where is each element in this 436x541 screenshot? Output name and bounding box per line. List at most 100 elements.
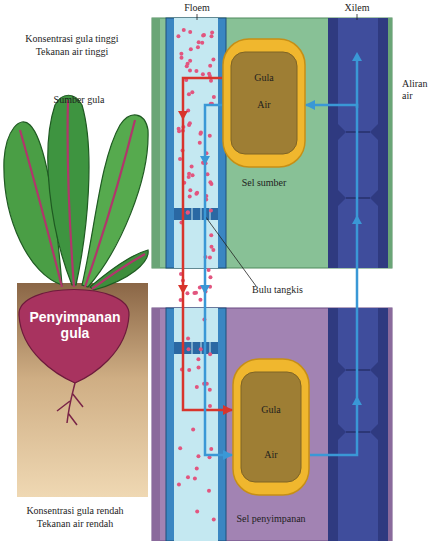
sugar-dot bbox=[208, 255, 212, 259]
organ-label: Penyimpanan gula bbox=[25, 309, 125, 341]
xylem-constriction bbox=[370, 124, 378, 140]
sugar-dot bbox=[188, 121, 192, 125]
flow-arrowhead bbox=[200, 156, 210, 165]
phloem-tube bbox=[166, 18, 226, 268]
part-label: Floem bbox=[167, 2, 227, 14]
sugar-dot bbox=[181, 148, 185, 152]
sugar-dot bbox=[187, 368, 191, 372]
cell-wall bbox=[223, 39, 305, 167]
leaf-stem bbox=[92, 254, 145, 289]
sugar-dot bbox=[186, 210, 190, 214]
sugar-dot bbox=[195, 385, 199, 389]
xylem-constriction bbox=[338, 124, 346, 140]
flow-arrowhead bbox=[352, 52, 362, 61]
phloem-lumen bbox=[174, 18, 218, 268]
sieve-pore bbox=[183, 342, 184, 354]
sugar-dot bbox=[208, 180, 212, 184]
xylem-lumen bbox=[338, 308, 378, 541]
flow-arrowhead bbox=[352, 215, 362, 224]
sugar-dot bbox=[202, 33, 206, 37]
sieve-pore bbox=[201, 208, 202, 220]
phloem-lumen bbox=[174, 308, 218, 541]
sugar-dot bbox=[176, 34, 180, 38]
leader-line bbox=[197, 14, 198, 20]
plant-cell: GulaAirSel penyimpanan bbox=[232, 358, 310, 496]
sugar-dot bbox=[190, 90, 194, 94]
condition-note: Konsentrasi gula rendah bbox=[7, 505, 143, 517]
sugar-dot bbox=[205, 382, 209, 386]
sugar-dot bbox=[188, 68, 192, 72]
sugar-dot bbox=[199, 130, 203, 134]
sugar-dot bbox=[197, 366, 201, 370]
cell-shape bbox=[232, 358, 310, 496]
condition-note: Konsentrasi gula tinggi bbox=[7, 33, 137, 45]
sugar-dot bbox=[212, 95, 216, 99]
xylem-wall bbox=[346, 131, 370, 133]
flow-arrowhead bbox=[352, 396, 362, 405]
sugar-dot bbox=[186, 336, 190, 340]
sieve-pore bbox=[192, 342, 193, 354]
sugar-dot bbox=[202, 318, 206, 322]
flow-arrowhead bbox=[200, 285, 210, 294]
sugar-dot bbox=[212, 517, 216, 521]
sugar-dot bbox=[191, 173, 195, 177]
sugar-dot bbox=[188, 30, 192, 34]
storage-panel-edge bbox=[152, 308, 160, 541]
sugar-dot bbox=[182, 181, 186, 185]
part-label: Sumber gula bbox=[34, 94, 124, 106]
sugar-dot bbox=[191, 428, 195, 432]
flow-arrowhead bbox=[178, 111, 188, 120]
sugar-dot bbox=[185, 64, 189, 68]
sugar-dot bbox=[198, 298, 202, 302]
part-label: Xilem bbox=[327, 2, 387, 14]
flow-arrow bbox=[183, 78, 232, 410]
sugar-dot bbox=[204, 151, 208, 155]
sugar-dot bbox=[204, 255, 208, 259]
sugar-dot bbox=[209, 79, 213, 83]
sugar-dot bbox=[208, 64, 212, 68]
sugar-dot bbox=[186, 475, 190, 479]
part-label: Bulu tangkis bbox=[252, 284, 332, 296]
sugar-dot bbox=[178, 446, 182, 450]
sugar-dot bbox=[196, 45, 200, 49]
source-panel bbox=[152, 18, 392, 268]
substance-label: Gula bbox=[232, 404, 310, 416]
sugar-dot bbox=[179, 272, 183, 276]
sugar-dot bbox=[184, 78, 188, 82]
sugar-dot bbox=[195, 191, 199, 195]
water-flow-line bbox=[356, 58, 359, 108]
sieve-pore bbox=[192, 208, 193, 220]
sugar-dot bbox=[181, 125, 185, 129]
sugar-dot bbox=[196, 454, 200, 458]
sugar-dot bbox=[208, 74, 212, 78]
sugar-dot bbox=[209, 209, 213, 213]
sugar-dot bbox=[194, 192, 198, 196]
leaf bbox=[90, 250, 148, 290]
xylem-tube bbox=[328, 308, 388, 541]
substance-label: Gula bbox=[222, 72, 306, 84]
sugar-dot bbox=[195, 509, 199, 513]
sugar-dot bbox=[207, 268, 211, 272]
plant-cell: GulaAirSel sumber bbox=[222, 38, 306, 168]
sugar-dot bbox=[210, 102, 214, 106]
sugar-dot bbox=[187, 175, 191, 179]
sugar-dot bbox=[196, 357, 200, 361]
sugar-dot bbox=[201, 34, 205, 38]
leaf-stem bbox=[85, 120, 135, 287]
sugar-dot bbox=[198, 286, 202, 290]
sugar-dot bbox=[204, 194, 208, 198]
xylem-wall bbox=[346, 369, 370, 371]
sugar-dot bbox=[208, 285, 212, 289]
sugar-dot bbox=[187, 92, 191, 96]
flow-arrowheads bbox=[178, 52, 362, 405]
condition-note: Tekanan air rendah bbox=[7, 518, 143, 530]
sugar-dot bbox=[195, 467, 199, 471]
beet-body bbox=[19, 290, 129, 384]
xylem-constriction bbox=[338, 362, 346, 378]
sugar-dot bbox=[180, 367, 184, 371]
storage-panel bbox=[152, 308, 392, 541]
sugar-dot bbox=[198, 141, 202, 145]
sugar-dot bbox=[177, 129, 181, 133]
